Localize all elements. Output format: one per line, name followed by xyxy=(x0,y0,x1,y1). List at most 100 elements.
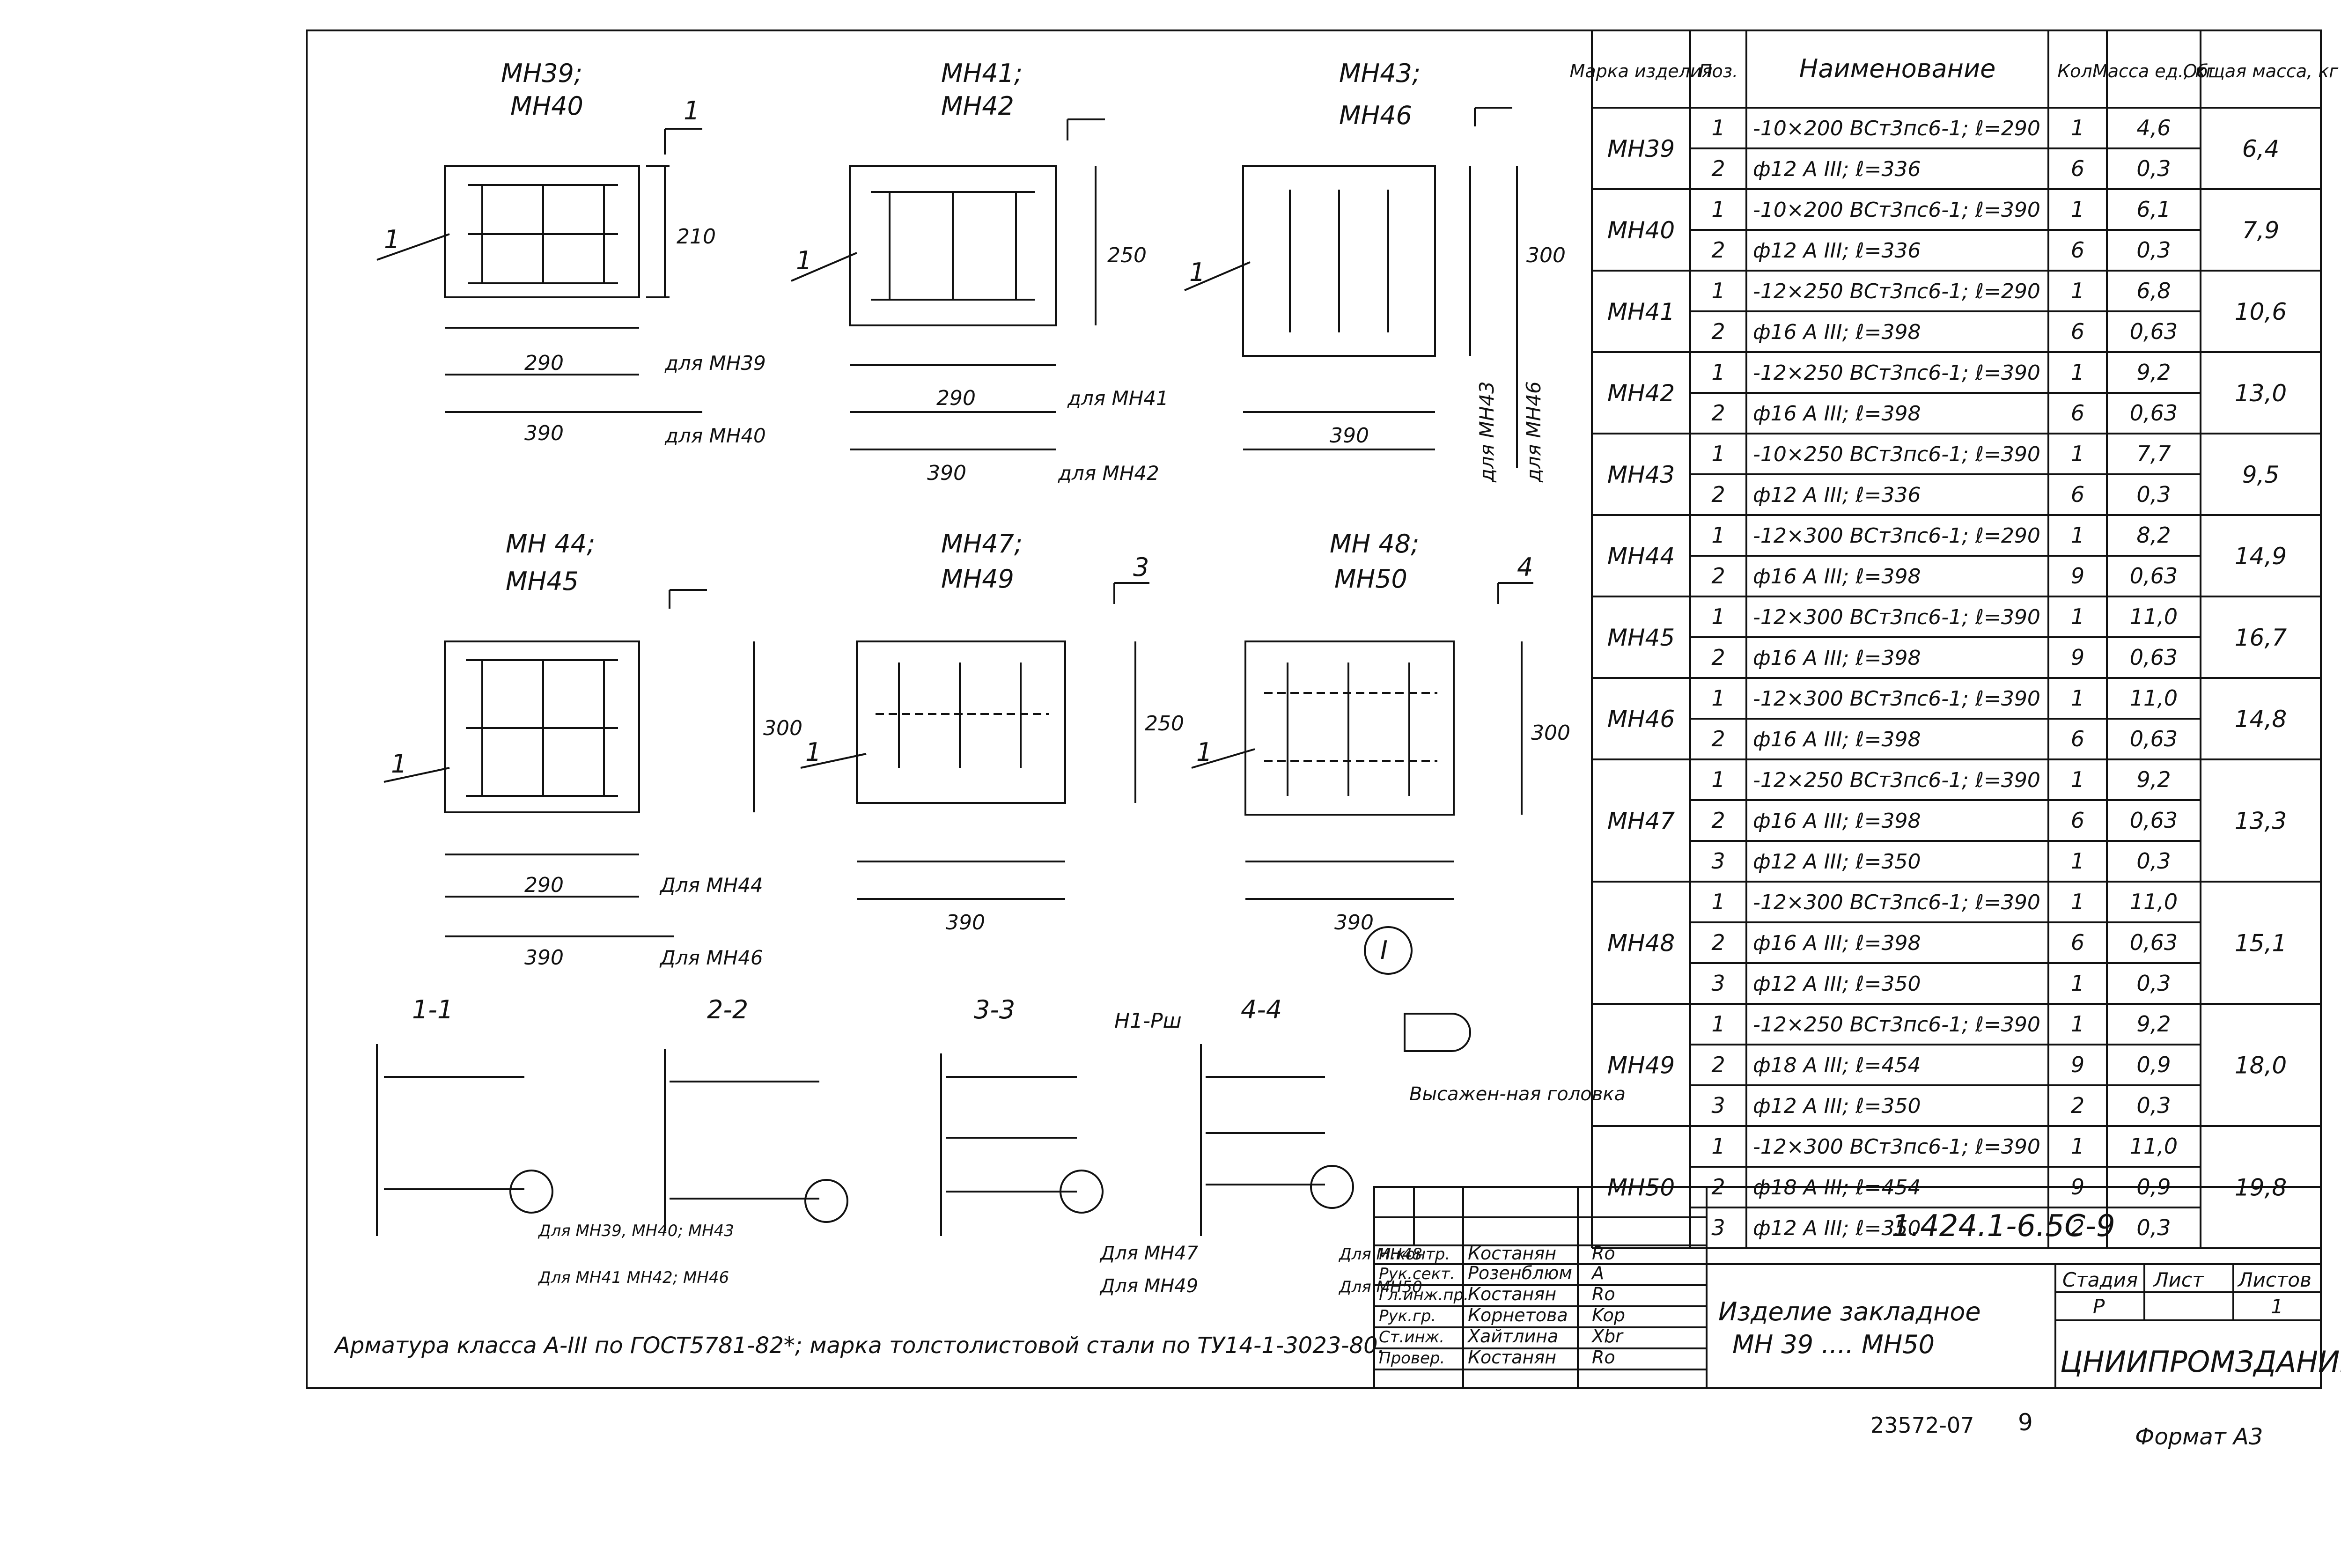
table-cell-mass: 11,0 xyxy=(2130,889,2178,914)
table-cell-pos: 1 xyxy=(1711,767,1725,792)
view-mn43-note-mn46: для МН46 xyxy=(1522,381,1545,483)
table-cell-mark: МН43 xyxy=(1607,461,1675,488)
view-mn39-cut: 1 xyxy=(684,96,699,125)
table-cell-mass: 7,7 xyxy=(2136,441,2171,466)
table-cell-pos: 2 xyxy=(1711,563,1725,589)
view-mn39-title: МН39; xyxy=(501,59,582,88)
table-cell-total: 7,9 xyxy=(2242,217,2280,244)
sheet-header: Лист xyxy=(2153,1268,2204,1291)
table-cell-mass: 8,2 xyxy=(2136,523,2171,548)
table-header-1: Поз. xyxy=(1699,61,1738,81)
view-mn48-dim-390: 390 xyxy=(1334,911,1374,935)
table-cell-pos: 2 xyxy=(1711,726,1725,751)
view-mn39-dim-290: 290 xyxy=(524,351,564,375)
view-mn47-cut: 3 xyxy=(1133,552,1149,582)
table-cell-pos: 1 xyxy=(1711,360,1725,385)
table-cell-name: ф12 А III; ℓ=336 xyxy=(1753,157,1921,181)
table-cell-name: -12×250 ВСт3пс6-1; ℓ=390 xyxy=(1753,1013,2040,1037)
signature: Kop xyxy=(1592,1305,1625,1325)
view-mn43-pos: 1 xyxy=(1189,258,1205,287)
inventory-number: 23572-07 xyxy=(1870,1413,1974,1438)
view-mn39-note-mn40: для МН40 xyxy=(664,424,766,447)
table-cell-mass: 0,63 xyxy=(2130,400,2178,426)
stage-value: Р xyxy=(2093,1295,2105,1318)
section-note-mn49: Для МН49 xyxy=(1099,1275,1198,1297)
view-mn48-cut: 4 xyxy=(1517,552,1533,582)
table-cell-name: ф12 А III; ℓ=350 xyxy=(1753,972,1921,996)
view-mn48 xyxy=(1191,582,1533,900)
table-cell-qty: 1 xyxy=(2071,197,2084,222)
table-cell-mass: 0,3 xyxy=(2136,1093,2171,1118)
table-cell-pos: 1 xyxy=(1711,441,1725,466)
table-cell-pos: 1 xyxy=(1711,523,1725,548)
table-cell-qty: 6 xyxy=(2071,156,2084,181)
table-cell-qty: 6 xyxy=(2071,319,2084,344)
table-cell-mark: МН40 xyxy=(1607,217,1675,244)
view-mn44-subtitle: МН45 xyxy=(506,567,579,596)
table-cell-qty: 1 xyxy=(2071,604,2084,629)
table-cell-qty: 6 xyxy=(2071,237,2084,263)
table-cell-pos: 2 xyxy=(1711,482,1725,507)
person-name: Розенблюм xyxy=(1468,1263,1572,1283)
table-header-5: Общая масса, кг xyxy=(2183,61,2339,81)
table-cell-qty: 9 xyxy=(2071,645,2084,670)
view-mn43 xyxy=(1184,107,1518,468)
view-mn41-dim-390: 390 xyxy=(927,461,966,485)
view-mn41-note-mn41: для МН41 xyxy=(1067,387,1169,410)
role-label: Провер. xyxy=(1379,1349,1445,1368)
table-cell-pos: 2 xyxy=(1711,156,1725,181)
upset-head-label: Высажен-ная головка xyxy=(1409,1083,1626,1105)
table-cell-pos: 2 xyxy=(1711,237,1725,263)
table-cell-name: ф16 А III; ℓ=398 xyxy=(1753,320,1921,344)
page-number: 9 xyxy=(2018,1409,2033,1436)
table-cell-mass: 9,2 xyxy=(2136,1011,2171,1037)
title-line1: Изделие закладное xyxy=(1718,1297,1981,1326)
table-cell-mass: 0,3 xyxy=(2136,848,2171,874)
table-cell-mark: МН49 xyxy=(1607,1052,1675,1079)
section-note-mn47: Для МН47 xyxy=(1099,1243,1199,1264)
person-name: Корнетова xyxy=(1468,1305,1568,1325)
table-cell-pos: 1 xyxy=(1711,1134,1725,1159)
view-mn41-dim-250: 250 xyxy=(1107,243,1147,267)
section-4-4: 4-4 xyxy=(1241,995,1282,1024)
view-mn44-note-mn44: Для МН44 xyxy=(659,874,763,897)
table-cell-name: ф16 А III; ℓ=398 xyxy=(1753,809,1921,833)
section-note-mn50: Для МН50 xyxy=(1338,1278,1422,1296)
view-mn39-dim-390: 390 xyxy=(524,421,564,445)
table-cell-total: 15,1 xyxy=(2235,930,2287,957)
view-mn48-title: МН 48; xyxy=(1330,529,1419,559)
table-cell-pos: 3 xyxy=(1711,848,1725,874)
view-mn41-title: МН41; xyxy=(941,59,1023,88)
table-cell-mass: 0,63 xyxy=(2130,563,2178,589)
table-cell-total: 14,8 xyxy=(2235,706,2287,733)
person-name: Костанян xyxy=(1468,1243,1556,1264)
view-mn39-pos: 1 xyxy=(384,225,400,254)
table-cell-qty: 1 xyxy=(2071,523,2084,548)
table-cell-qty: 1 xyxy=(2071,971,2084,996)
table-cell-pos: 2 xyxy=(1711,319,1725,344)
view-mn43-subtitle: МН46 xyxy=(1339,101,1412,130)
table-cell-pos: 2 xyxy=(1711,930,1725,955)
table-cell-qty: 9 xyxy=(2071,563,2084,589)
table-cell-mass: 0,3 xyxy=(2136,237,2171,263)
person-name: Хайтлина xyxy=(1467,1326,1558,1347)
table-cell-mass: 0,63 xyxy=(2130,808,2178,833)
table-cell-qty: 1 xyxy=(2071,278,2084,303)
table-cell-pos: 1 xyxy=(1711,115,1725,140)
table-cell-qty: 1 xyxy=(2071,848,2084,874)
table-cell-pos: 3 xyxy=(1711,971,1725,996)
view-mn47-title: МН47; xyxy=(941,529,1023,559)
view-mn41-note-mn42: для МН42 xyxy=(1058,462,1159,485)
table-cell-mass: 0,63 xyxy=(2130,319,2178,344)
detail-i-marker: I xyxy=(1380,935,1388,965)
view-mn43-dim-300: 300 xyxy=(1526,243,1566,267)
view-mn44-pos: 1 xyxy=(391,749,407,779)
table-cell-name: -10×200 ВСт3пс6-1; ℓ=390 xyxy=(1753,198,2040,222)
table-cell-qty: 6 xyxy=(2071,400,2084,426)
table-cell-pos: 1 xyxy=(1711,1011,1725,1037)
signature: A xyxy=(1590,1263,1604,1283)
table-cell-qty: 2 xyxy=(2071,1093,2084,1118)
table-cell-qty: 6 xyxy=(2071,726,2084,751)
view-mn47-subtitle: МН49 xyxy=(941,564,1014,594)
view-mn44-dim-300: 300 xyxy=(763,716,802,740)
